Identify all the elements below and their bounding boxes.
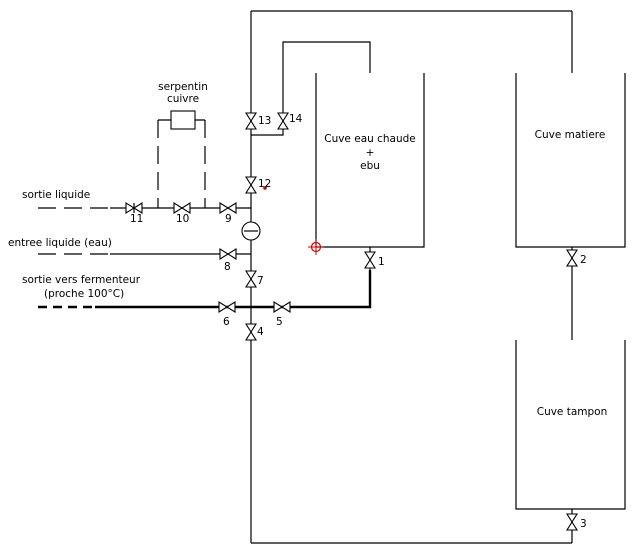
valve-3-icon[interactable] [566,513,578,531]
valve-12-icon[interactable] [245,176,257,194]
valve-10-icon[interactable] [173,202,191,214]
label-cuve-matiere: Cuve matiere [535,129,606,141]
valve-4-icon[interactable] [245,323,257,341]
valve-4-label: 4 [257,326,264,338]
valve-11-icon[interactable] [125,202,143,214]
valve-14-label: 14 [289,113,303,125]
label-serpentin-1: serpentin [158,81,208,93]
valve-14-icon[interactable] [277,112,289,130]
label-sortie-fermenteur-1: sortie vers fermenteur [22,274,141,286]
valve-5-icon[interactable] [273,301,291,313]
label-cuve-tampon: Cuve tampon [537,406,608,418]
valve-8-icon[interactable] [219,248,237,260]
valve-7-icon[interactable] [245,270,257,288]
tank-cuve-tampon [515,340,626,510]
label-cuve-eau-chaude-3: ebu [360,160,380,172]
valve-9-icon[interactable] [219,202,237,214]
valve-6-icon[interactable] [218,301,236,313]
label-sortie-liquide: sortie liquide [22,189,90,201]
tank-cuve-matiere [515,73,626,248]
valve-8-label: 8 [224,261,231,273]
label-sortie-fermenteur-2: (proche 100°C) [44,288,124,300]
valve-5-label: 5 [276,316,283,328]
valve-1-label: 1 [378,256,385,268]
valve-7-label: 7 [257,275,264,287]
valve-13-icon[interactable] [245,112,257,130]
valve-12-label: 12 [258,178,271,190]
label-cuve-eau-chaude-2: + [366,147,375,159]
valve-3-label: 3 [580,518,587,530]
label-serpentin-2: cuivre [167,93,199,105]
valve-11-label: 11 [130,213,143,225]
serpentin-coil [170,110,196,130]
valve-6-label: 6 [223,316,230,328]
valve-2-label: 2 [580,254,587,266]
temperature-sensor-icon [308,239,324,255]
valve-2-icon[interactable] [566,249,578,267]
label-entree-liquide: entree liquide (eau) [8,237,112,249]
label-cuve-eau-chaude-1: Cuve eau chaude [324,133,416,145]
valve-12-marker [263,186,267,190]
valve-1-icon[interactable] [364,251,376,269]
valve-13-label: 13 [258,115,271,127]
valve-9-label: 9 [225,213,232,225]
valve-10-label: 10 [176,213,189,225]
